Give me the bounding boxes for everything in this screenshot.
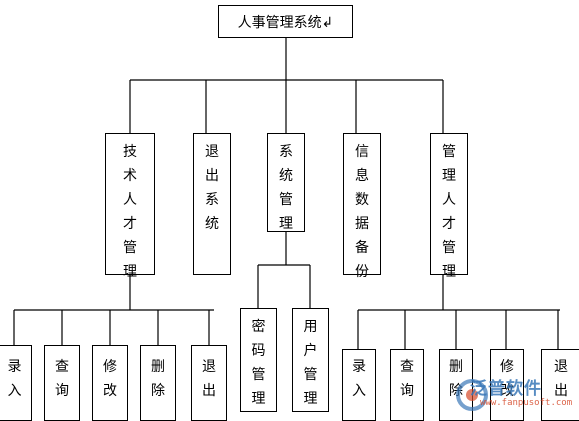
node-tech-exit: 退出 [191, 345, 227, 421]
node-root-label: 人事管理系统↲ [237, 14, 334, 31]
node-mgr-modify-label: 修改 [500, 359, 514, 399]
node-tech-modify-label: 修改 [103, 359, 117, 399]
node-password-management-label: 密码管理 [251, 319, 266, 407]
node-mgr-modify: 修改 [490, 349, 524, 421]
node-tech-delete-label: 删除 [151, 359, 165, 399]
node-mgr-input: 录入 [342, 349, 376, 421]
node-mgr-input-label: 录入 [352, 359, 366, 399]
watermark-url: www.fanpusoft.com [480, 398, 573, 408]
node-mgr-exit: 退出 [541, 349, 579, 421]
watermark-brand: 泛普软件 [470, 379, 542, 399]
node-mgr: 管理人才管理 [430, 133, 468, 280]
node-user-management-label: 用户管理 [303, 319, 318, 407]
node-tech-exit-label: 退出 [202, 359, 216, 399]
brand-logo-icon [456, 379, 488, 411]
node-mgr-label: 管理人才管理 [442, 144, 456, 280]
node-exit-system-label: 退出系统 [205, 144, 219, 232]
node-exit-system: 退出系统 [193, 133, 231, 275]
node-data-backup: 信息数据备份 [343, 133, 381, 280]
node-tech-query-label: 查询 [55, 359, 69, 399]
node-tech-modify: 修改 [92, 345, 128, 421]
node-tech-label: 技术人才管理 [123, 144, 137, 280]
node-password-management: 密码管理 [240, 308, 277, 412]
node-mgr-query: 查询 [390, 349, 424, 421]
node-user-management: 用户管理 [292, 308, 329, 412]
node-system-management-label: 系统管理 [279, 144, 293, 232]
node-tech-query: 查询 [44, 345, 80, 421]
node-mgr-query-label: 查询 [400, 359, 414, 399]
node-data-backup-label: 信息数据备份 [355, 144, 369, 280]
node-tech-delete: 删除 [140, 345, 176, 421]
node-tech-input-label: 录入 [7, 359, 22, 399]
node-tech: 技术人才管理 [105, 133, 155, 280]
node-tech-input: 录入 [0, 345, 32, 421]
node-system-management: 系统管理 [267, 133, 305, 232]
node-root: 人事管理系统↲ [218, 5, 353, 38]
node-mgr-exit-label: 退出 [554, 359, 568, 399]
